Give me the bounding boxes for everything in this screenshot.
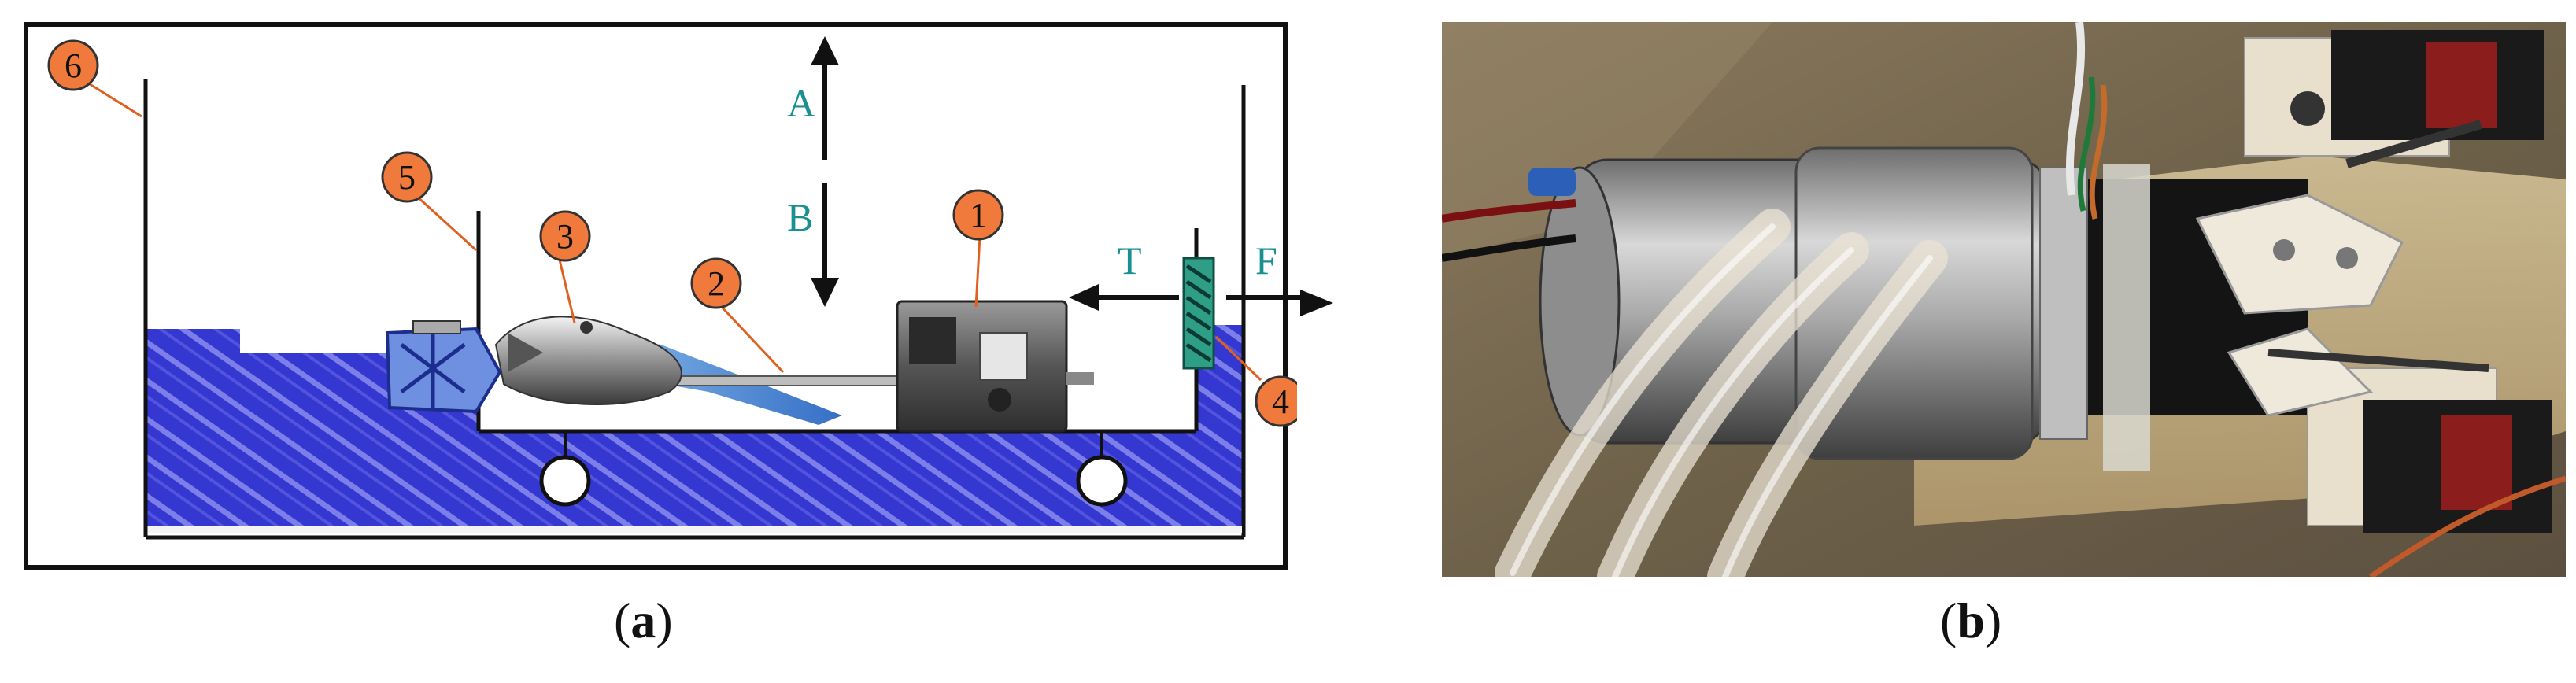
svg-text:6: 6 bbox=[65, 46, 82, 85]
nozzle bbox=[494, 316, 682, 405]
callout-5: 5 bbox=[381, 151, 433, 203]
wheel-right bbox=[1076, 455, 1128, 507]
servo-top bbox=[2244, 30, 2544, 157]
force-arrow-tail bbox=[1275, 295, 1306, 300]
callout-3: 3 bbox=[539, 210, 591, 262]
svg-text:2: 2 bbox=[708, 264, 725, 303]
label-a: A bbox=[787, 81, 815, 125]
label-f: F bbox=[1255, 238, 1277, 282]
thrust-arrow bbox=[1069, 284, 1179, 311]
label-b: B bbox=[787, 195, 813, 239]
svg-text:3: 3 bbox=[556, 217, 574, 256]
label-t: T bbox=[1118, 238, 1142, 282]
caption-b: (b) bbox=[1940, 593, 2002, 648]
callout-6: 6 bbox=[47, 39, 99, 91]
vertical-arrow bbox=[811, 36, 839, 307]
svg-text:4: 4 bbox=[1272, 382, 1289, 421]
panel-b-photo bbox=[1442, 22, 2566, 577]
wire-black bbox=[1442, 234, 1576, 262]
water-lower bbox=[480, 325, 1244, 526]
callout-4: 4 bbox=[1255, 375, 1297, 427]
schematic-drawing: 1 2 3 4 5 6 A B T F bbox=[24, 22, 1297, 570]
inlet-grate bbox=[385, 320, 502, 414]
wheel-left bbox=[539, 455, 591, 507]
force-sensor bbox=[1182, 257, 1215, 370]
connector-blue bbox=[1528, 168, 1576, 196]
svg-text:1: 1 bbox=[970, 196, 987, 234]
motor bbox=[896, 300, 1094, 433]
callout-2: 2 bbox=[690, 257, 742, 309]
svg-text:5: 5 bbox=[398, 158, 416, 197]
clamp-band bbox=[2103, 164, 2150, 471]
tubes bbox=[1495, 209, 1948, 577]
caption-a: (a) bbox=[614, 593, 673, 648]
panel-a-schematic: 1 2 3 4 5 6 A B T F bbox=[24, 22, 1297, 573]
callout-1: 1 bbox=[952, 189, 1004, 241]
servo-bottom bbox=[2307, 367, 2552, 533]
linkage-plate bbox=[2195, 194, 2404, 315]
wire-red bbox=[1442, 199, 1576, 223]
force-arrowhead bbox=[1300, 290, 1333, 316]
floor-strip bbox=[148, 526, 1242, 533]
photo-drawing bbox=[1442, 22, 2566, 577]
